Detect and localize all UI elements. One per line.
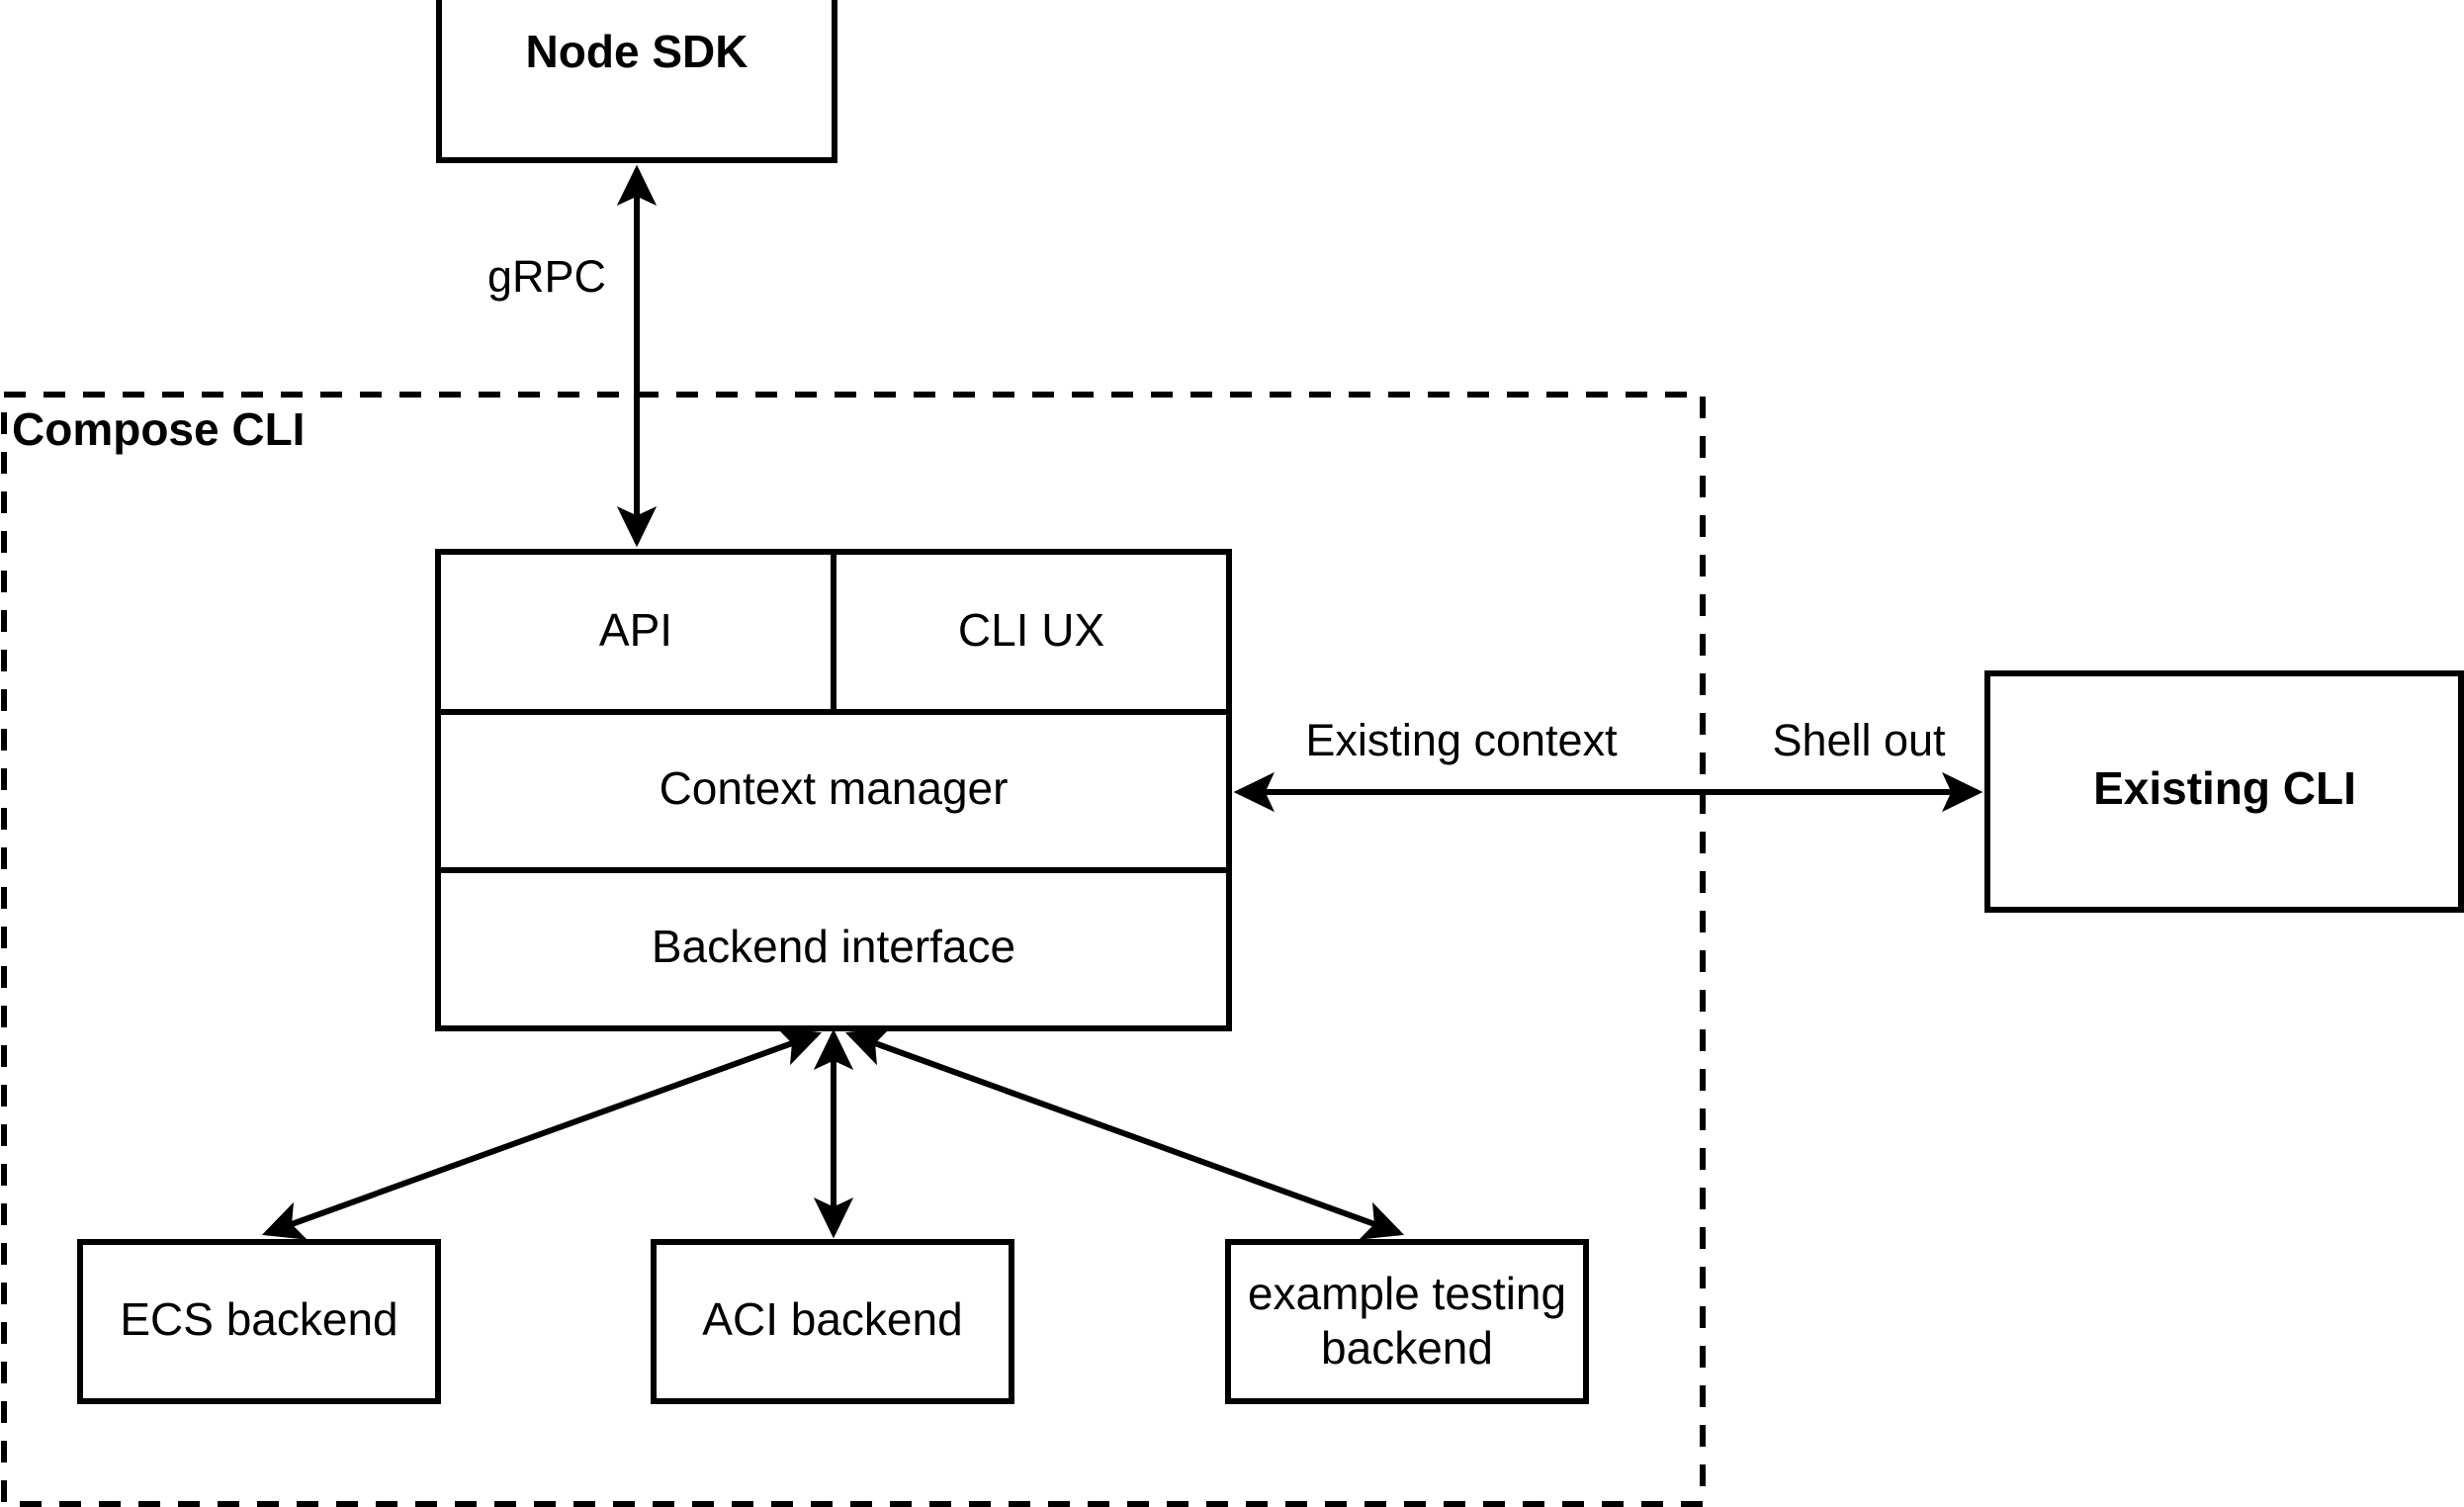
backend-to-ecs-connector xyxy=(261,1027,823,1240)
compose-cli-group-border xyxy=(1,392,1706,1507)
backend-interface-label: Backend interface xyxy=(652,921,1015,972)
node-sdk-box[interactable] xyxy=(436,0,837,163)
node-sdk-label: Node SDK xyxy=(526,26,748,77)
example-testing-backend-label-line1: example testing xyxy=(1248,1268,1566,1319)
context-manager-label: Context manager xyxy=(660,762,1009,814)
api-label: API xyxy=(599,604,672,656)
backend-to-example-connector xyxy=(844,1027,1405,1240)
existing-cli-label: Existing CLI xyxy=(2093,762,2356,814)
cli-ux-label: CLI UX xyxy=(958,604,1104,656)
ecs-backend-label: ECS backend xyxy=(120,1293,397,1345)
aci-backend-box[interactable] xyxy=(651,1239,1014,1404)
grpc-edge-label: gRPC xyxy=(487,251,606,302)
ecs-backend-box[interactable] xyxy=(77,1239,441,1404)
existing-context-edge-label: Existing context xyxy=(1305,715,1618,765)
example-testing-backend-label-line2: backend xyxy=(1321,1322,1493,1374)
compose-cli-core-box xyxy=(435,549,1232,1031)
existing-cli-box[interactable] xyxy=(1984,670,2464,913)
compose-cli-group-label: Compose CLI xyxy=(12,403,305,455)
example-testing-backend-box[interactable] xyxy=(1225,1239,1589,1404)
aci-backend-label: ACI backend xyxy=(702,1293,962,1345)
shell-out-edge-label: Shell out xyxy=(1772,715,1946,765)
